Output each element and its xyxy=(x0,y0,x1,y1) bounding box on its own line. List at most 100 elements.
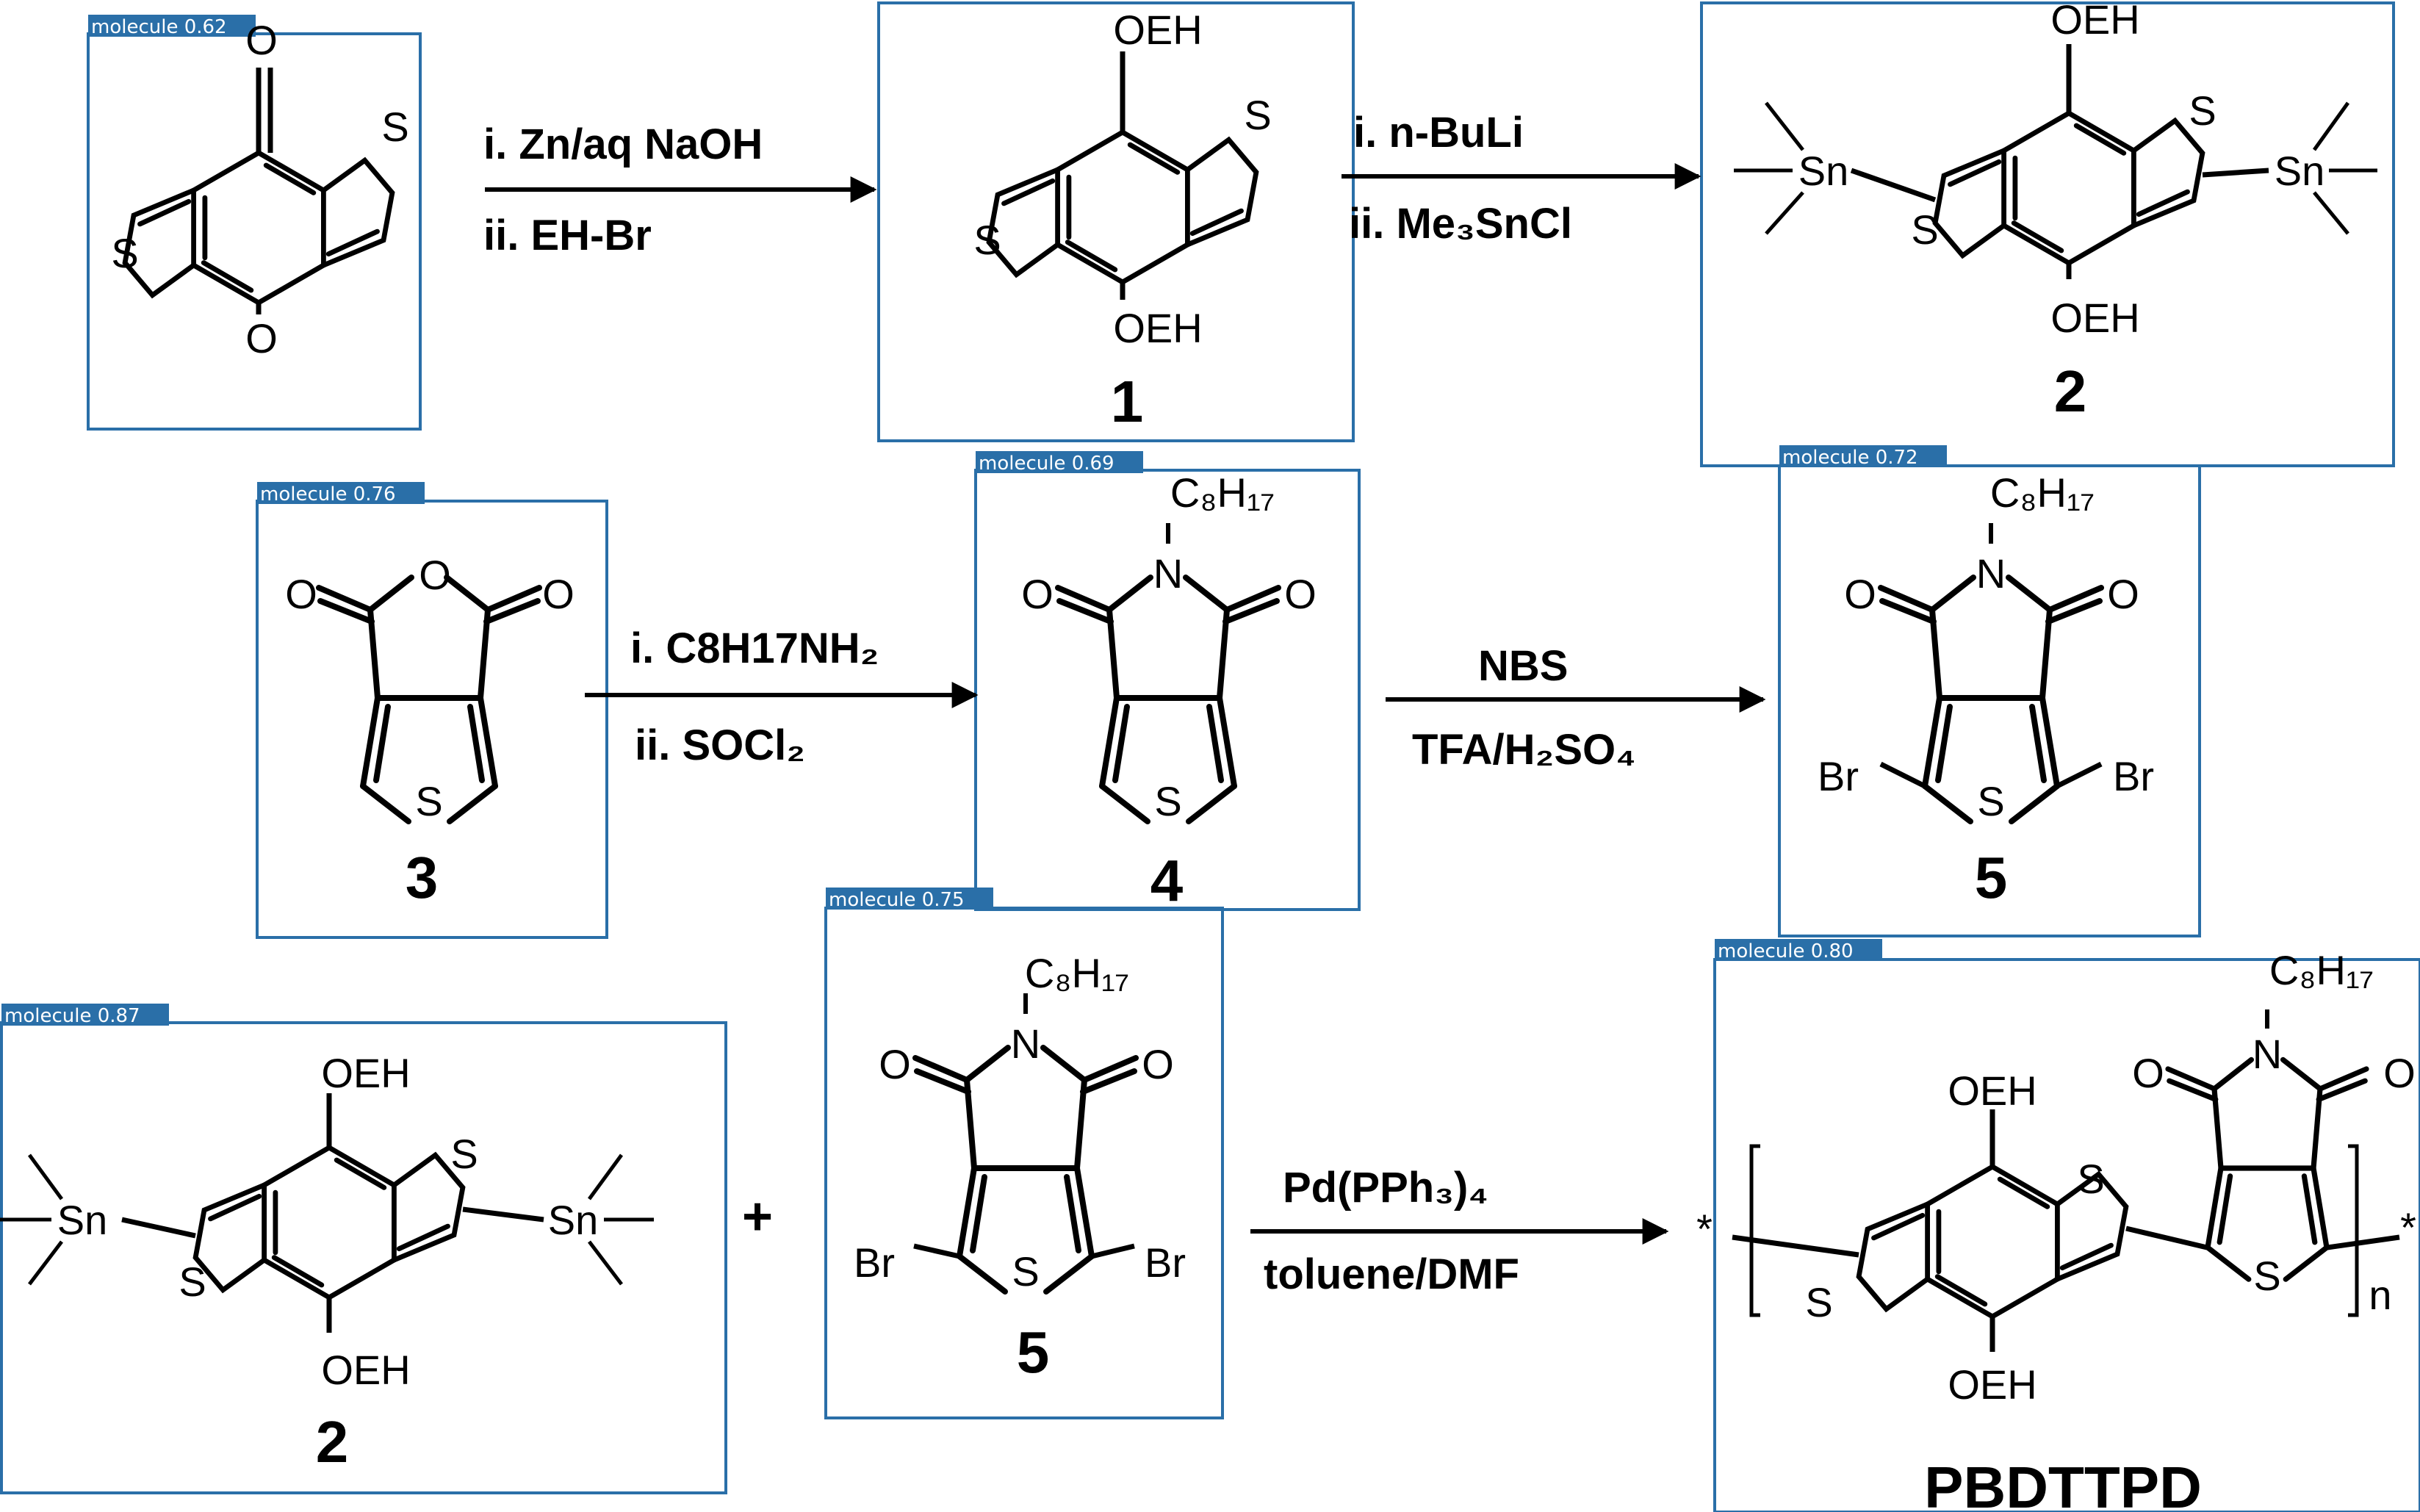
label-polymer: PBDTTPD xyxy=(1924,1455,2202,1512)
tag-compound-5b: molecule 0.75 xyxy=(829,889,965,911)
atom-o: O xyxy=(245,17,278,63)
tag-bg-3 xyxy=(976,451,1143,473)
atom-br: Br xyxy=(854,1239,895,1286)
box-compound-5 xyxy=(1778,464,2201,937)
label-compound-4: 4 xyxy=(1150,848,1184,913)
structure-compound-2b: OEH OEH S S Sn Sn xyxy=(0,1050,654,1393)
atom-br: Br xyxy=(2113,753,2154,799)
atom-oeh: OEH xyxy=(1948,1361,2037,1408)
reagent-1-line2: ii. EH-Br xyxy=(483,212,652,259)
atom-o: O xyxy=(1021,571,1054,617)
atom-s: S xyxy=(1154,778,1181,824)
plus-sign: + xyxy=(742,1187,773,1246)
tag-bg-6 xyxy=(1,1004,169,1026)
atom-br: Br xyxy=(1818,753,1859,799)
reagent-2-line1: i. n-BuLi xyxy=(1353,109,1524,156)
atom-c8h17: C₈H₁₇ xyxy=(2269,947,2374,993)
tag-compound-3: molecule 0.76 xyxy=(260,483,396,505)
atom-o: O xyxy=(2107,571,2139,617)
atom-oeh: OEH xyxy=(321,1347,410,1393)
atom-o: O xyxy=(879,1041,911,1087)
structure-quinone: O O S S xyxy=(111,17,408,361)
reagent-3-line1: i. C8H17NH₂ xyxy=(630,624,879,672)
reagent-4-line1: NBS xyxy=(1478,642,1568,690)
reagent-2-line2: ii. Me₃SnCl xyxy=(1349,200,1572,248)
box-polymer xyxy=(1713,958,2420,1512)
atom-s: S xyxy=(2253,1253,2280,1299)
tag-bg-2 xyxy=(257,482,425,504)
box-compound-2 xyxy=(1700,1,2395,467)
atom-sn: Sn xyxy=(548,1197,599,1243)
box-compound-5b xyxy=(824,907,1224,1419)
atom-s: S xyxy=(2189,87,2216,134)
atom-sn: Sn xyxy=(57,1197,108,1243)
atom-c8h17: C₈H₁₇ xyxy=(1990,469,2095,516)
atom-o: O xyxy=(419,552,451,598)
tag-bg-7 xyxy=(1715,939,1882,961)
atom-s: S xyxy=(111,230,138,276)
atom-br: Br xyxy=(1145,1239,1186,1286)
box-compound-1 xyxy=(877,1,1355,442)
atom-s: S xyxy=(1244,92,1271,138)
atom-oeh: OEH xyxy=(2050,0,2139,43)
atom-o: O xyxy=(285,571,317,617)
label-compound-1: 1 xyxy=(1111,369,1144,434)
star-left: * xyxy=(1696,1206,1713,1252)
box-compound-2b xyxy=(0,1021,727,1494)
tag-polymer: molecule 0.80 xyxy=(1718,940,1854,962)
atom-o: O xyxy=(2132,1050,2164,1096)
structure-compound-5: C₈H₁₇ N O O S Br Br xyxy=(1818,469,2154,824)
atom-s: S xyxy=(973,217,1001,263)
atom-n: N xyxy=(2252,1031,2282,1077)
label-compound-5: 5 xyxy=(1975,845,2008,910)
atom-oeh: OEH xyxy=(1113,305,1202,351)
atom-s: S xyxy=(2077,1156,2104,1202)
atom-o: O xyxy=(1284,571,1317,617)
tag-compound-2b: molecule 0.87 xyxy=(4,1005,140,1027)
atom-n: N xyxy=(1976,550,2006,597)
atom-s: S xyxy=(1805,1279,1832,1325)
atom-s: S xyxy=(381,104,408,150)
structure-compound-5b: C₈H₁₇ N O O S Br Br xyxy=(854,950,1186,1295)
reagent-5-line2: toluene/DMF xyxy=(1264,1250,1519,1298)
tag-quinone: molecule 0.62 xyxy=(91,16,227,38)
reagent-1-line1: i. Zn/aq NaOH xyxy=(483,120,763,168)
atom-c8h17: C₈H₁₇ xyxy=(1025,950,1129,996)
tag-compound-4: molecule 0.69 xyxy=(979,453,1114,475)
atom-s: S xyxy=(1911,206,1938,253)
label-compound-3: 3 xyxy=(406,845,439,910)
structure-compound-2: OEH OEH S S Sn Sn xyxy=(1734,0,2377,341)
reagent-5-line1: Pd(PPh₃)₄ xyxy=(1283,1164,1488,1212)
atom-oeh: OEH xyxy=(1948,1068,2037,1114)
atom-o: O xyxy=(2383,1050,2416,1096)
atom-oeh: OEH xyxy=(321,1050,410,1096)
atom-n: N xyxy=(1153,550,1183,597)
label-compound-2: 2 xyxy=(2054,359,2087,424)
structure-compound-3: O O O S xyxy=(285,552,575,824)
atom-s: S xyxy=(179,1259,206,1305)
tag-bg-5 xyxy=(826,888,993,910)
atom-o: O xyxy=(245,315,278,361)
atom-c8h17: C₈H₁₇ xyxy=(1170,469,1275,516)
box-compound-3 xyxy=(256,500,608,939)
label-compound-2b: 2 xyxy=(316,1409,349,1475)
star-right: * xyxy=(2400,1204,2416,1250)
atom-s: S xyxy=(450,1131,478,1177)
structure-compound-4: C₈H₁₇ N O O S xyxy=(1021,469,1317,824)
atom-s: S xyxy=(1012,1248,1039,1295)
structure-compound-1: OEH OEH S S xyxy=(973,7,1271,351)
atom-oeh: OEH xyxy=(2050,295,2139,341)
subscript-n: n xyxy=(2369,1272,2391,1318)
label-compound-5b: 5 xyxy=(1017,1320,1050,1385)
tag-bg-4 xyxy=(1779,445,1947,467)
atom-oeh: OEH xyxy=(1113,7,1202,53)
reagent-4-line2: TFA/H₂SO₄ xyxy=(1412,726,1636,774)
tag-bg-1 xyxy=(88,15,256,37)
atom-sn: Sn xyxy=(2275,148,2325,194)
atom-o: O xyxy=(542,571,575,617)
tag-compound-5: molecule 0.72 xyxy=(1782,447,1918,469)
atom-sn: Sn xyxy=(1798,148,1849,194)
atom-o: O xyxy=(1844,571,1876,617)
reagent-3-line2: ii. SOCl₂ xyxy=(635,721,805,769)
